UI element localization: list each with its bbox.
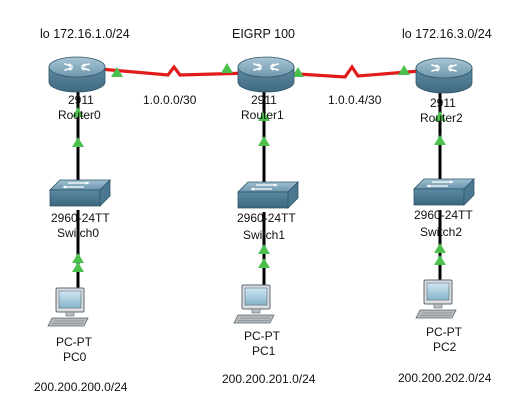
- switch-2[interactable]: [413, 178, 475, 206]
- link-up-icon: [258, 258, 270, 268]
- router-icon: [415, 57, 473, 94]
- pc-icon: [415, 279, 457, 319]
- pc2-network-label: 200.200.202.0/24: [398, 371, 492, 385]
- router2-model-label: 2911: [430, 96, 456, 110]
- pc-1[interactable]: [233, 284, 275, 324]
- link-status-indicators: [72, 63, 446, 272]
- pc2-model-label: PC-PT: [426, 325, 463, 339]
- pc1-network-label: 200.200.201.0/24: [222, 372, 316, 386]
- router-icon: [48, 56, 106, 93]
- link-up-icon: [292, 67, 304, 77]
- router-0[interactable]: [48, 56, 106, 93]
- link-up-icon: [72, 107, 84, 117]
- serial-link-router1-router2[interactable]: [281, 64, 421, 79]
- link-up-icon: [72, 262, 84, 272]
- pc0-name-label: PC0: [63, 350, 87, 364]
- link-up-icon: [258, 136, 270, 146]
- switch-icon: [413, 178, 475, 206]
- serial-link-0-network-label: 1.0.0.0/30: [143, 93, 197, 107]
- router0-name-label: Router0: [58, 108, 101, 122]
- serial-link-router0-router1[interactable]: [99, 64, 251, 77]
- router0-loopback-label: lo 172.16.1.0/24: [40, 27, 130, 41]
- router0-model-label: 2911: [68, 93, 94, 107]
- link-up-icon: [111, 67, 123, 77]
- link-up-icon: [398, 65, 410, 75]
- router1-model-label: 2911: [251, 93, 277, 107]
- serial-links: [99, 64, 421, 79]
- link-up-icon: [72, 253, 84, 263]
- link-up-icon: [434, 135, 446, 145]
- switch-1[interactable]: [237, 181, 299, 209]
- pc-0[interactable]: [47, 287, 89, 327]
- switch1-name-label: Switch1: [243, 228, 285, 242]
- serial-link-1-network-label: 1.0.0.4/30: [328, 93, 382, 107]
- link-up-icon: [72, 137, 84, 147]
- link-up-icon: [434, 111, 446, 121]
- switch0-model-label: 2960-24TT: [51, 211, 110, 225]
- switch2-model-label: 2960-24TT: [414, 208, 473, 222]
- router1-name-label: Router1: [241, 108, 284, 122]
- link-up-icon: [434, 243, 446, 253]
- link-up-icon: [258, 244, 270, 254]
- pc0-network-label: 200.200.200.0/24: [34, 380, 128, 394]
- pc2-name-label: PC2: [433, 340, 457, 354]
- pc-icon: [233, 284, 275, 324]
- pc0-model-label: PC-PT: [56, 335, 93, 349]
- router2-name-label: Router2: [420, 111, 463, 125]
- link-up-icon: [434, 255, 446, 265]
- link-up-icon: [221, 63, 233, 73]
- switch-0[interactable]: [49, 179, 111, 207]
- switch2-name-label: Switch2: [420, 225, 462, 239]
- router2-loopback-label: lo 172.16.3.0/24: [402, 27, 492, 41]
- router-2[interactable]: [415, 57, 473, 94]
- switch0-name-label: Switch0: [57, 226, 99, 240]
- diagram-title: EIGRP 100: [232, 27, 295, 41]
- router-icon: [237, 56, 295, 93]
- link-up-icon: [258, 111, 270, 121]
- pc-icon: [47, 287, 89, 327]
- pc1-model-label: PC-PT: [244, 329, 281, 343]
- pc1-name-label: PC1: [252, 344, 276, 358]
- switch-icon: [49, 179, 111, 207]
- pc-2[interactable]: [415, 279, 457, 319]
- switch-icon: [237, 181, 299, 209]
- switch1-model-label: 2960-24TT: [237, 211, 296, 225]
- router-1[interactable]: [237, 56, 295, 93]
